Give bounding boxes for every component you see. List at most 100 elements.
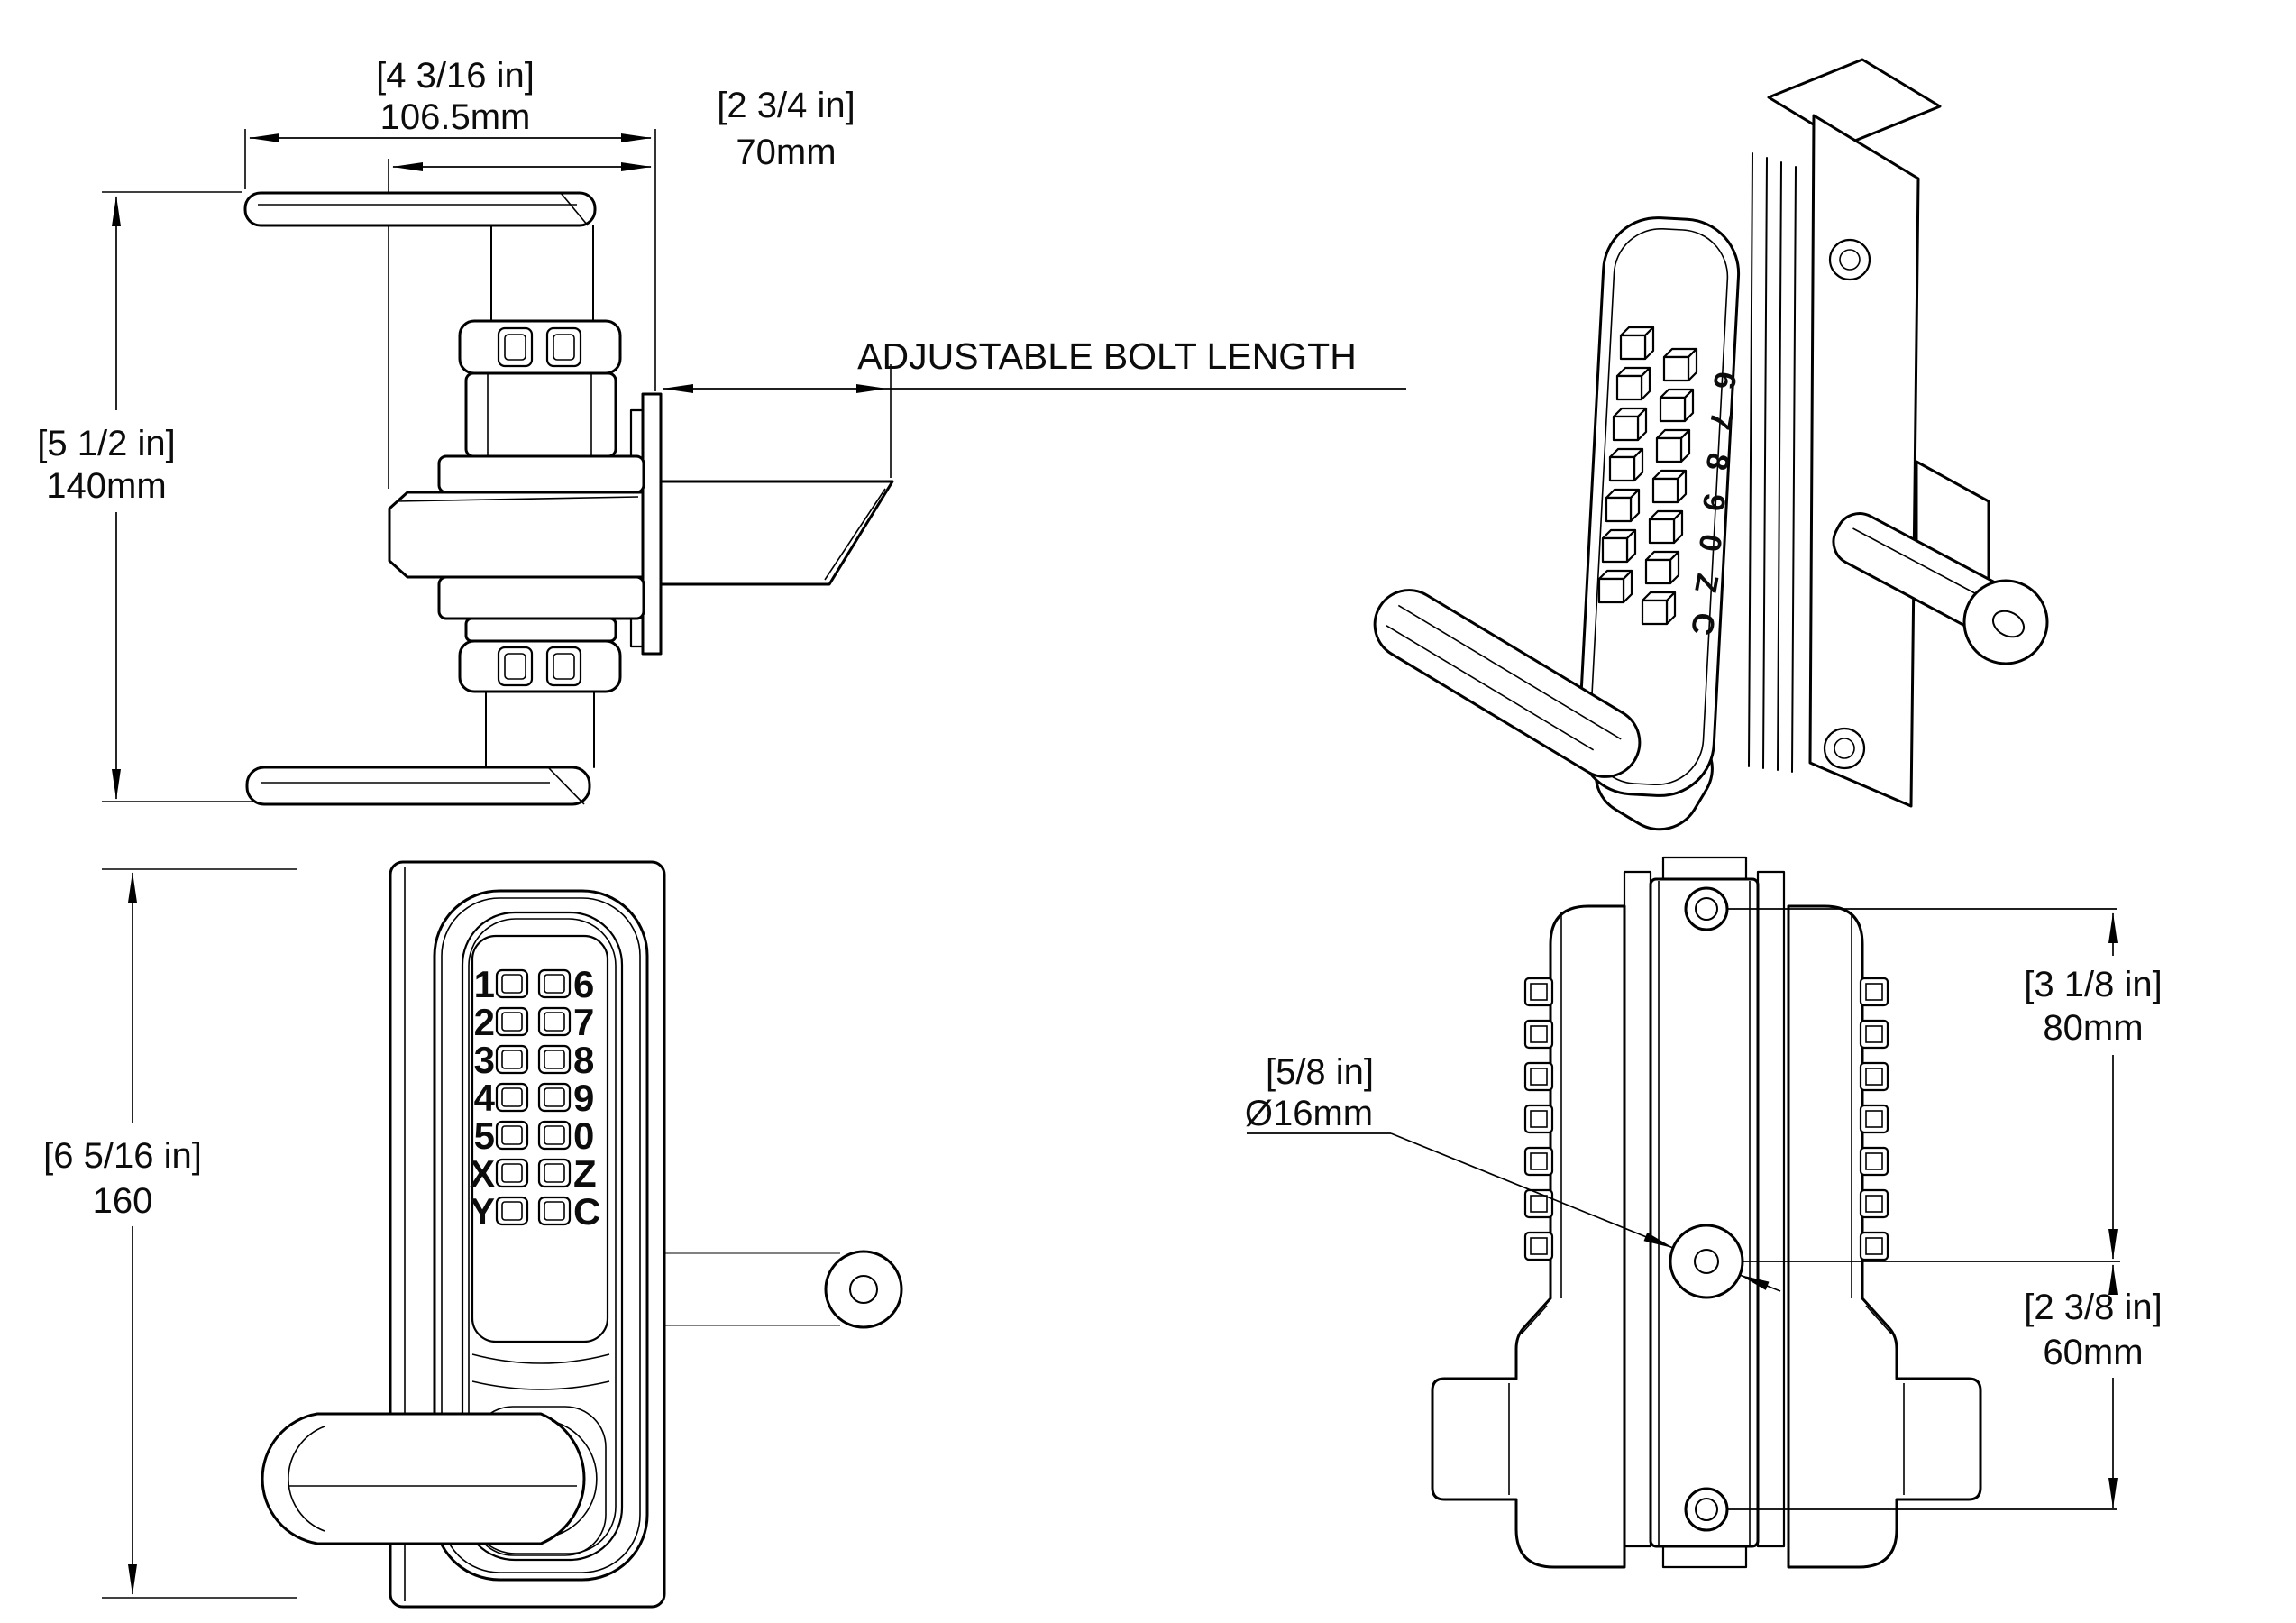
lever-contour-line xyxy=(560,192,589,226)
lever-tip-contour xyxy=(288,1426,325,1532)
screw-hole xyxy=(1823,727,1866,770)
keypad-left-label: X xyxy=(470,1152,495,1195)
iso-lever-handle xyxy=(1373,589,1642,778)
lower-offset-mm-label: 60mm xyxy=(2043,1333,2143,1372)
knurled-cap xyxy=(458,639,622,693)
keypad-right-label: C xyxy=(573,1190,600,1233)
plan-height-mm-label: 140mm xyxy=(46,466,166,506)
front-bolt-end xyxy=(824,1250,903,1329)
keypad-left-label: 3 xyxy=(474,1039,495,1081)
body-chamfer-line xyxy=(1865,1305,1892,1334)
keypad-button xyxy=(495,1082,529,1113)
keypad-right-label: 0 xyxy=(573,1114,594,1157)
plan-width-mm-label: 106.5mm xyxy=(380,97,531,137)
keypad-left-label: 1 xyxy=(474,963,495,1005)
channel-plate xyxy=(1649,877,1760,1548)
keypad-button xyxy=(537,1120,572,1151)
keypad-button xyxy=(537,1158,572,1188)
right-lock-body xyxy=(1787,904,1982,1569)
chassis-contour-line xyxy=(396,496,639,502)
lever-contour-line xyxy=(547,766,585,805)
knurl-tab xyxy=(497,646,534,687)
front-housing-inner xyxy=(441,897,641,1573)
plan-dimensions: [4 3/16 in] 106.5mm [2 3/4 in] 70mm [5 1… xyxy=(37,56,1406,802)
knurl-tab-inner xyxy=(504,334,526,361)
keypad-button-inner xyxy=(501,1201,523,1221)
keypad-row: 5 0 xyxy=(474,1114,595,1157)
keypad-button-inner xyxy=(501,1050,523,1069)
keypad-button xyxy=(495,1196,529,1226)
keypad-button-inner xyxy=(544,974,565,994)
keypad-button-inner xyxy=(501,974,523,994)
edge-view: [3 1/8 in] 80mm [2 3/8 in] 60mm [5/8 in]… xyxy=(1245,856,2163,1569)
keypad-button-inner xyxy=(544,1050,565,1069)
face-plate xyxy=(641,392,663,656)
keypad-right-label: Z xyxy=(573,1152,597,1195)
top-screw xyxy=(1684,886,1729,931)
adjustable-bolt-length-label: ADJUSTABLE BOLT LENGTH xyxy=(857,335,1357,377)
lower-body-block xyxy=(464,617,617,643)
keypad-button xyxy=(537,968,572,999)
lower-bezel-curve xyxy=(471,1380,610,1390)
keypad-button-inner xyxy=(544,1012,565,1032)
knurl-tab-inner xyxy=(553,653,575,680)
iso-housing-edge xyxy=(1762,157,1768,769)
right-mount-strip xyxy=(1756,870,1786,1548)
keypad-button-inner xyxy=(544,1087,565,1107)
left-lock-body xyxy=(1431,904,1626,1569)
bolt-chamfer-line xyxy=(824,488,886,581)
keypad-right-label: 6 xyxy=(573,963,594,1005)
iso-keypad-housing xyxy=(1577,216,1741,797)
keypad-button-inner xyxy=(501,1087,523,1107)
front-view: [6 5/16 in] 160 1 6 xyxy=(43,860,903,1609)
iso-housing-edge xyxy=(1791,166,1797,773)
knurl-tab-inner xyxy=(504,653,526,680)
spindle-end-hole xyxy=(1991,610,2026,638)
spindle-hole xyxy=(1669,1224,1744,1299)
knurl-tab xyxy=(497,326,534,368)
plan-backset-mm-label: 70mm xyxy=(736,133,836,172)
knurl-tab xyxy=(545,326,582,368)
screw-hole xyxy=(1828,238,1871,281)
keypad-button-inner xyxy=(544,1125,565,1145)
plan-lock-drawing xyxy=(243,191,894,806)
upper-body-block xyxy=(464,371,617,458)
bottom-screw xyxy=(1684,1487,1729,1532)
spindle-hole-diameter-label: Ø16mm xyxy=(1245,1094,1373,1133)
keypad-row: Y C xyxy=(470,1190,600,1233)
edge-dimensions: [3 1/8 in] 80mm [2 3/8 in] 60mm [5/8 in]… xyxy=(1245,908,2163,1510)
keypad-left-label: 5 xyxy=(474,1114,495,1157)
keypad-button xyxy=(537,1082,572,1113)
front-dimensions: [6 5/16 in] 160 xyxy=(43,868,297,1599)
channel-top-tab xyxy=(1661,856,1748,883)
plan-width-inches-label: [4 3/16 in] xyxy=(376,56,535,96)
iso-view: 6 7 8 9 0 Z C xyxy=(1373,58,2049,831)
upper-offset-mm-label: 80mm xyxy=(2043,1008,2143,1048)
iso-housing-edge xyxy=(1748,152,1753,767)
front-lever-handle xyxy=(261,1412,586,1545)
bottom-screw-inner xyxy=(1695,1498,1718,1521)
knurled-cap xyxy=(458,319,622,375)
lever-hub-contour xyxy=(551,1420,598,1537)
lower-bezel-curve xyxy=(471,1353,610,1364)
iso-keypad-bezel xyxy=(1588,227,1729,786)
front-keypad: 1 6 2 7 3 8 xyxy=(470,963,600,1233)
plan-view: [4 3/16 in] 106.5mm [2 3/4 in] 70mm [5 1… xyxy=(37,56,1406,806)
keypad-left-label: 2 xyxy=(474,1001,495,1043)
keypad-button-inner xyxy=(501,1163,523,1183)
keypad-right-label: 7 xyxy=(573,1001,594,1043)
iso-housing-edge xyxy=(1777,161,1782,771)
upper-flange xyxy=(437,454,645,494)
front-bolt-hole xyxy=(849,1275,878,1304)
bottom-lever-handle xyxy=(245,766,591,806)
lower-offset-inches-label: [2 3/8 in] xyxy=(2024,1288,2162,1327)
upper-offset-inches-label: [3 1/8 in] xyxy=(2024,965,2162,1004)
keypad-button-inner xyxy=(544,1163,565,1183)
keypad-row: 1 6 xyxy=(474,963,595,1005)
plan-height-inches-label: [5 1/2 in] xyxy=(37,424,175,463)
keypad-button-inner xyxy=(544,1201,565,1221)
keypad-row: 2 7 xyxy=(474,1001,595,1043)
screw-hole-inner xyxy=(1834,738,1855,759)
